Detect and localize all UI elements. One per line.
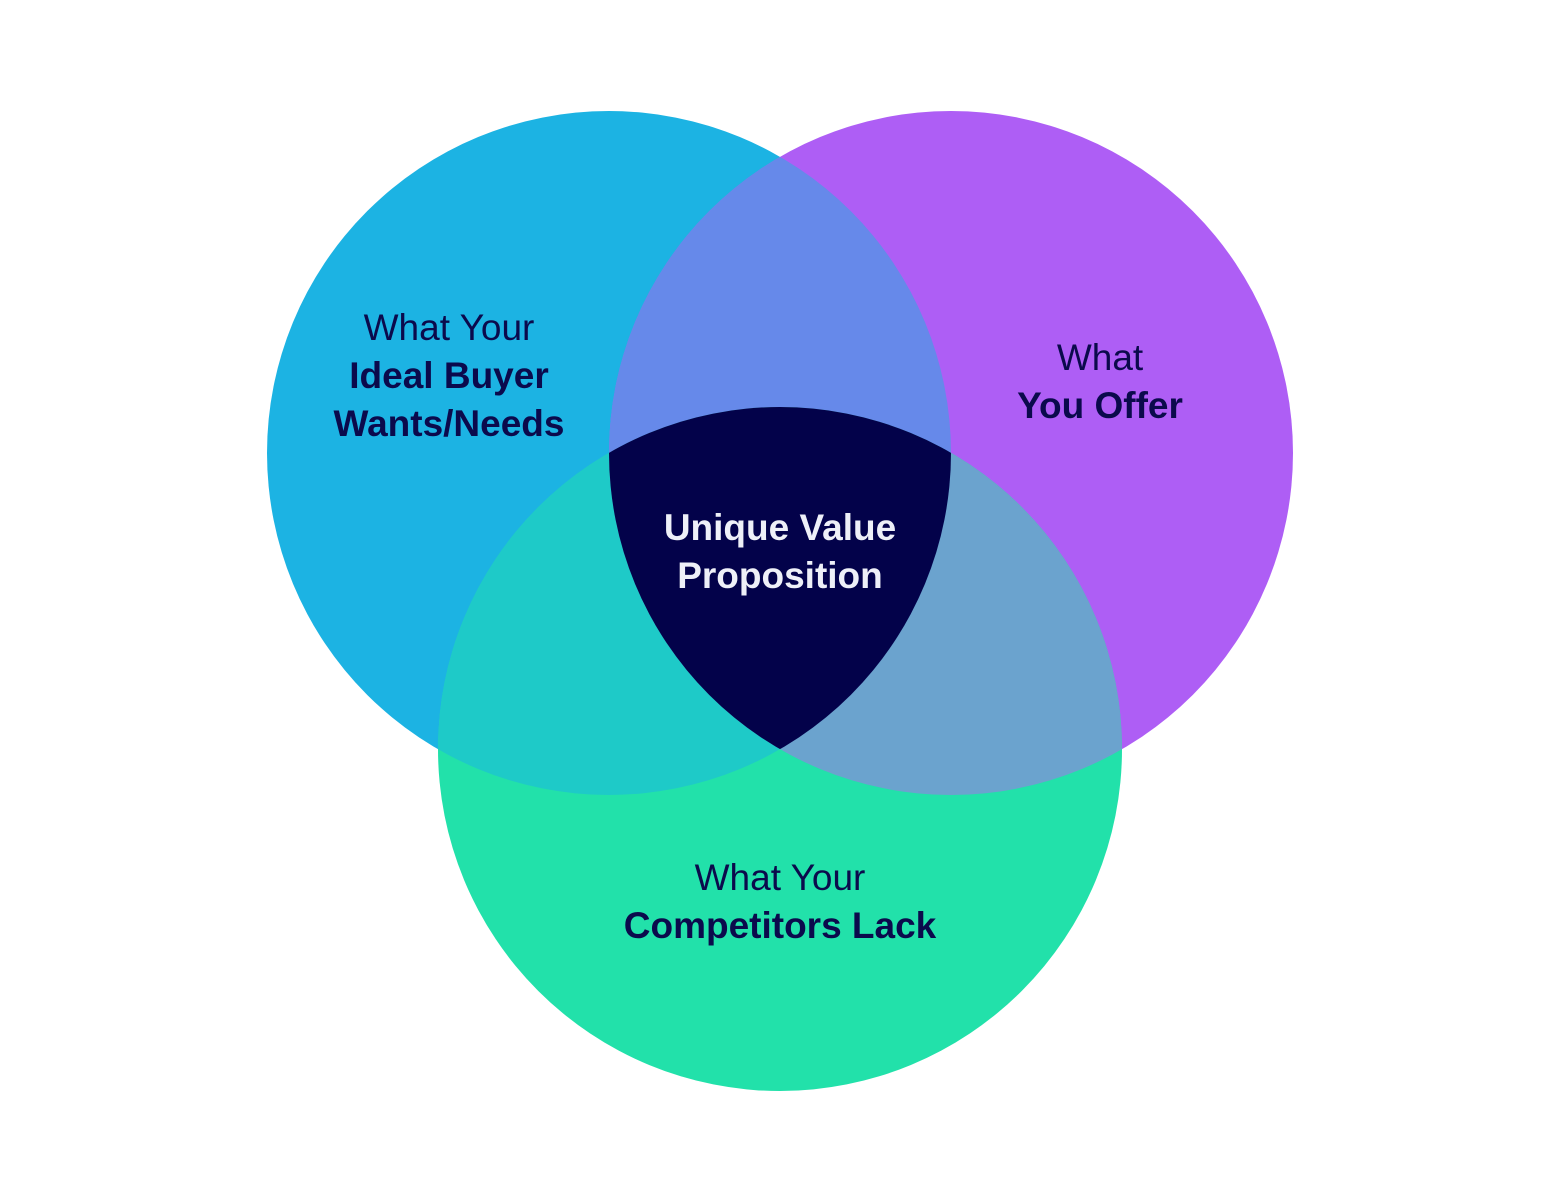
offer-label-light: What	[1056, 337, 1144, 378]
competitors-label: What Your Competitors Lack	[624, 854, 937, 950]
offer-label-bold: You Offer	[1017, 385, 1183, 426]
buyer-label-bold-2: Wants/Needs	[333, 403, 565, 444]
buyer-label-bold-1: Ideal Buyer	[349, 355, 549, 396]
center-label-1: Unique Value	[663, 507, 897, 548]
competitors-label-bold: Competitors Lack	[623, 905, 937, 946]
offer-label: What You Offer	[1017, 334, 1183, 430]
buyer-label: What Your Ideal Buyer Wants/Needs	[334, 304, 565, 448]
center-label: Unique Value Proposition	[664, 504, 896, 600]
center-label-2: Proposition	[677, 555, 883, 596]
competitors-label-light: What Your	[694, 857, 866, 898]
unique-value-region	[609, 407, 951, 795]
buyer-label-light: What Your	[363, 307, 535, 348]
